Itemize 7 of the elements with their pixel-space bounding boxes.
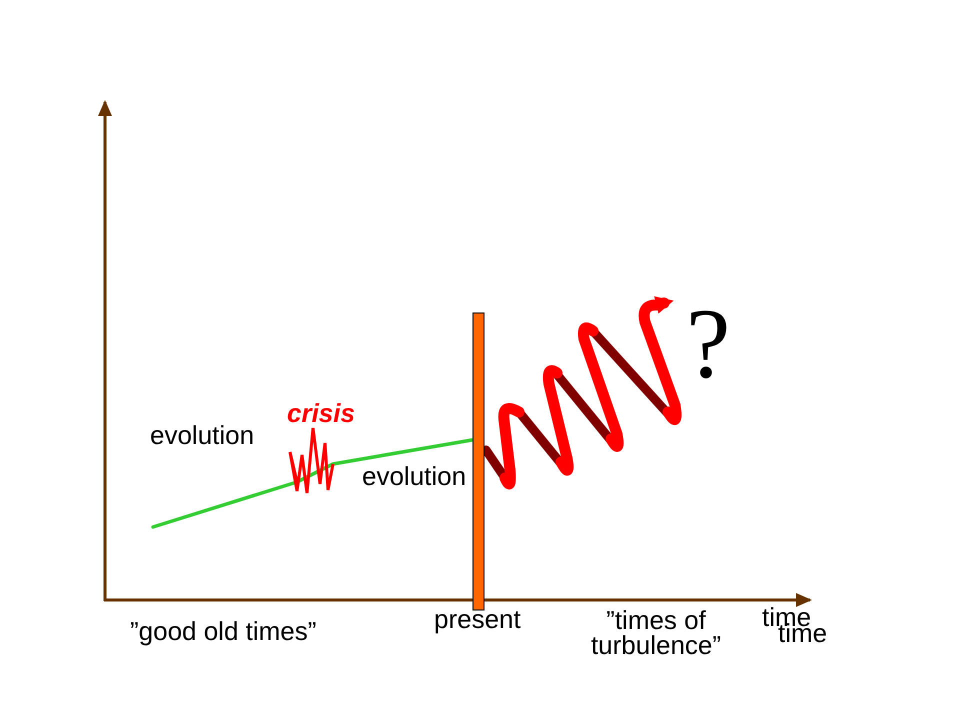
period-label: ”times of turbulence” [590, 608, 722, 658]
phase-label: evolution [150, 422, 254, 448]
period-label: ”good old times” [130, 618, 316, 644]
phase-label: evolution [362, 463, 466, 489]
emphasis-label: crisis [287, 400, 355, 426]
marker-label: present [434, 606, 521, 632]
question-mark: ? [686, 306, 730, 381]
